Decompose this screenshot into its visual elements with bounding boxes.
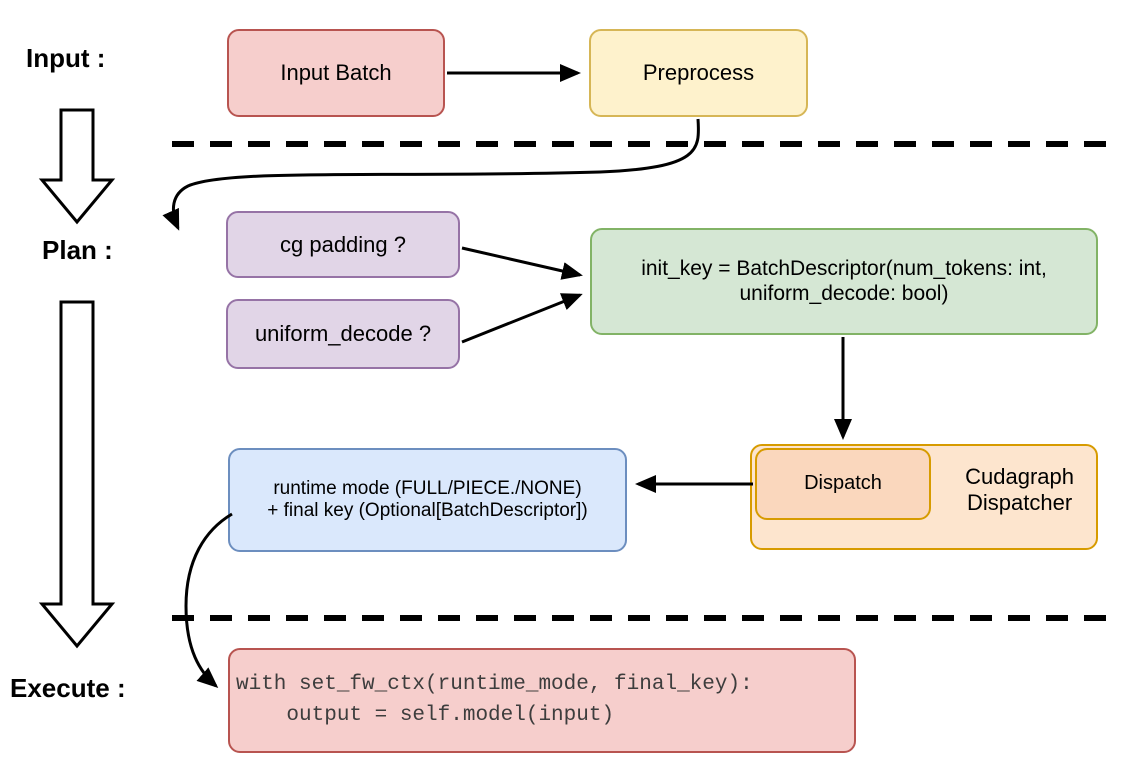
plan-to-execute-arrow: [38, 300, 116, 649]
node-code-block[interactable]: with set_fw_ctx(runtime_mode, final_key)…: [228, 648, 856, 753]
node-preprocess[interactable]: Preprocess: [589, 29, 808, 117]
node-input-batch[interactable]: Input Batch: [227, 29, 445, 117]
node-runtime-mode[interactable]: runtime mode (FULL/PIECE./NONE) + final …: [228, 448, 627, 552]
edge-runtime-mode-to-code-block: [184, 512, 233, 688]
edge-uniform-decode-to-init-key: [461, 293, 583, 344]
node-init-key[interactable]: init_key = BatchDescriptor(num_tokens: i…: [590, 228, 1098, 335]
stage-label-input: Input :: [26, 43, 106, 73]
stage-label-execute: Execute :: [10, 673, 126, 703]
node-cg-padding[interactable]: cg padding ?: [226, 211, 460, 278]
stage-label-plan: Plan :: [42, 235, 113, 265]
node-dispatch[interactable]: Dispatch: [755, 448, 931, 520]
node-uniform-decode[interactable]: uniform_decode ?: [226, 299, 460, 369]
input-to-plan-arrow: [38, 108, 116, 225]
edge-cg-padding-to-init-key: [461, 246, 583, 280]
